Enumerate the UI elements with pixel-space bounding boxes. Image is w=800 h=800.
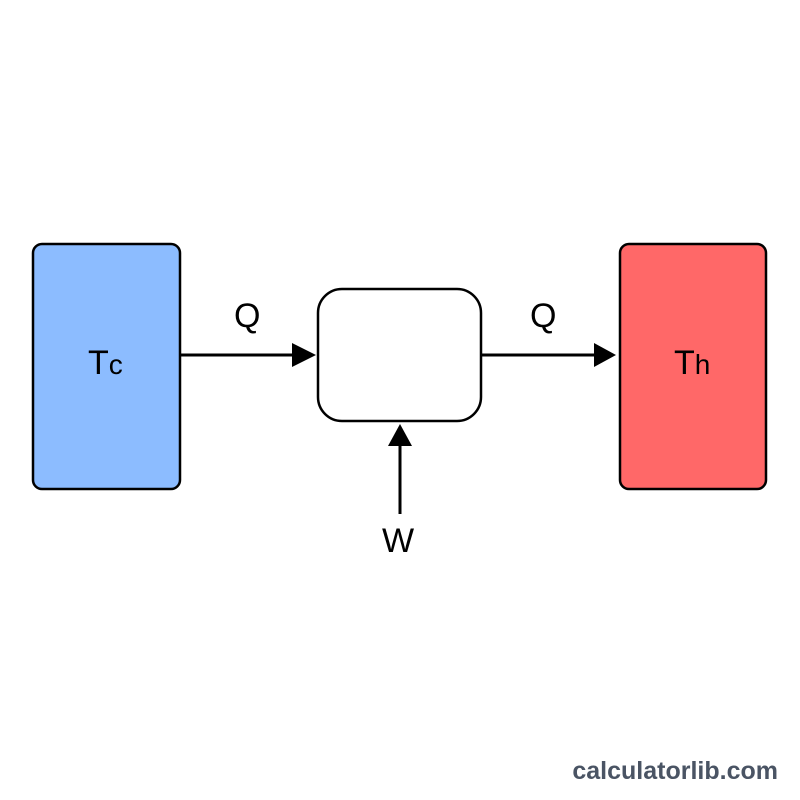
hot-reservoir-subscript: h [695,349,711,380]
watermark-text: calculatorlib.com [572,757,778,785]
heat-in-arrowhead [292,343,316,367]
hot-reservoir-symbol: T [674,344,695,382]
engine-box [316,287,483,423]
work-arrowhead [388,424,412,446]
cold-reservoir-symbol: T [88,344,109,382]
cold-reservoir-box [31,242,182,491]
hot-reservoir-box [618,242,768,491]
heat-out-label: Q [530,297,556,335]
cold-reservoir-subscript: c [109,349,123,380]
heat-in-label: Q [234,297,260,335]
heat-out-arrowhead [594,343,616,367]
cold-reservoir-label: Tc [88,344,123,382]
hot-reservoir-label: Th [674,344,710,382]
work-label: W [382,522,414,560]
